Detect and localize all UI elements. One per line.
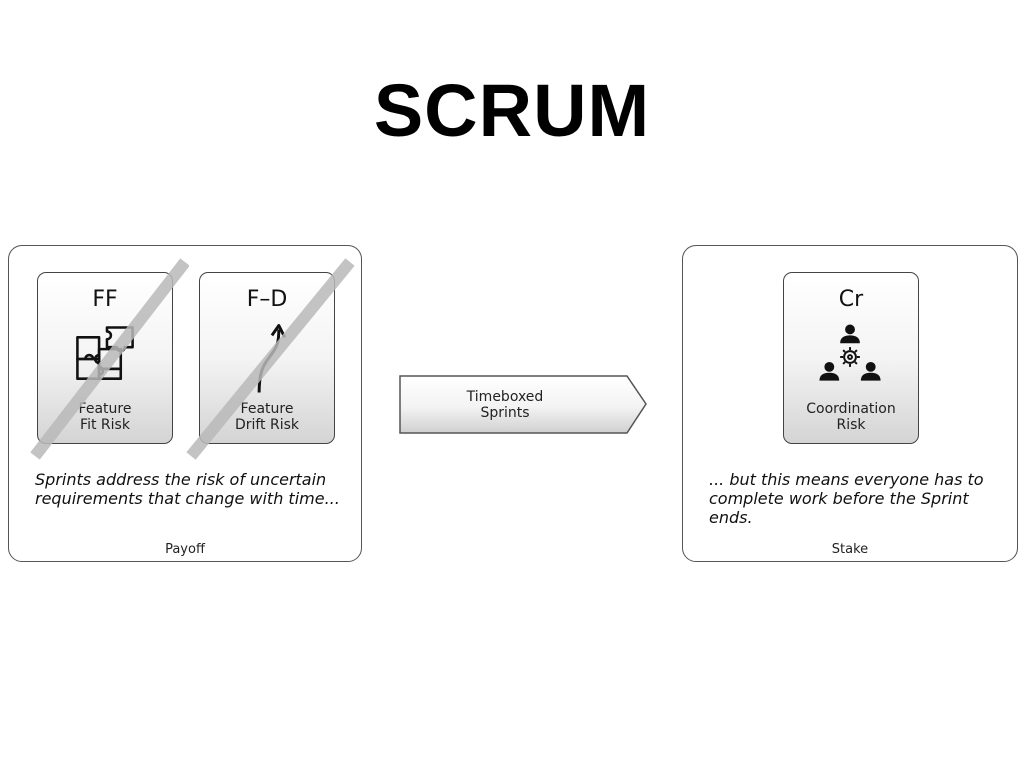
risk-abbreviation: FF: [92, 287, 118, 312]
puzzle-icon: [76, 326, 134, 380]
feature-drift-risk-card: F–D Feature Drift Risk: [199, 272, 335, 444]
arrow-label: Timeboxed Sprints: [466, 389, 544, 421]
timeboxed-sprints-arrow: [399, 375, 647, 434]
feature-fit-risk-card: FF Feature Fit Risk: [37, 272, 173, 444]
stake-panel: Cr Coordination Risk: [682, 245, 1018, 562]
panel-label-stake: Stake: [831, 542, 869, 557]
risk-name: Feature Drift Risk: [234, 401, 300, 433]
page-title: SCRUM: [373, 69, 651, 152]
panel-label-payoff: Payoff: [165, 542, 205, 557]
team-gear-icon: [819, 324, 881, 381]
coordination-risk-card: Cr Coordination Risk: [783, 272, 919, 444]
risk-abbreviation: Cr: [838, 287, 864, 312]
curved-arrow-icon: [257, 324, 287, 393]
stake-description: ... but this means everyone has to compl…: [709, 470, 984, 527]
risk-name: Feature Fit Risk: [78, 401, 132, 433]
risk-abbreviation: F–D: [246, 287, 288, 312]
payoff-panel: FF Feature Fit Risk F–D: [8, 245, 362, 562]
risk-name: Coordination Risk: [806, 401, 896, 433]
payoff-description: Sprints address the risk of uncertain re…: [35, 470, 340, 508]
